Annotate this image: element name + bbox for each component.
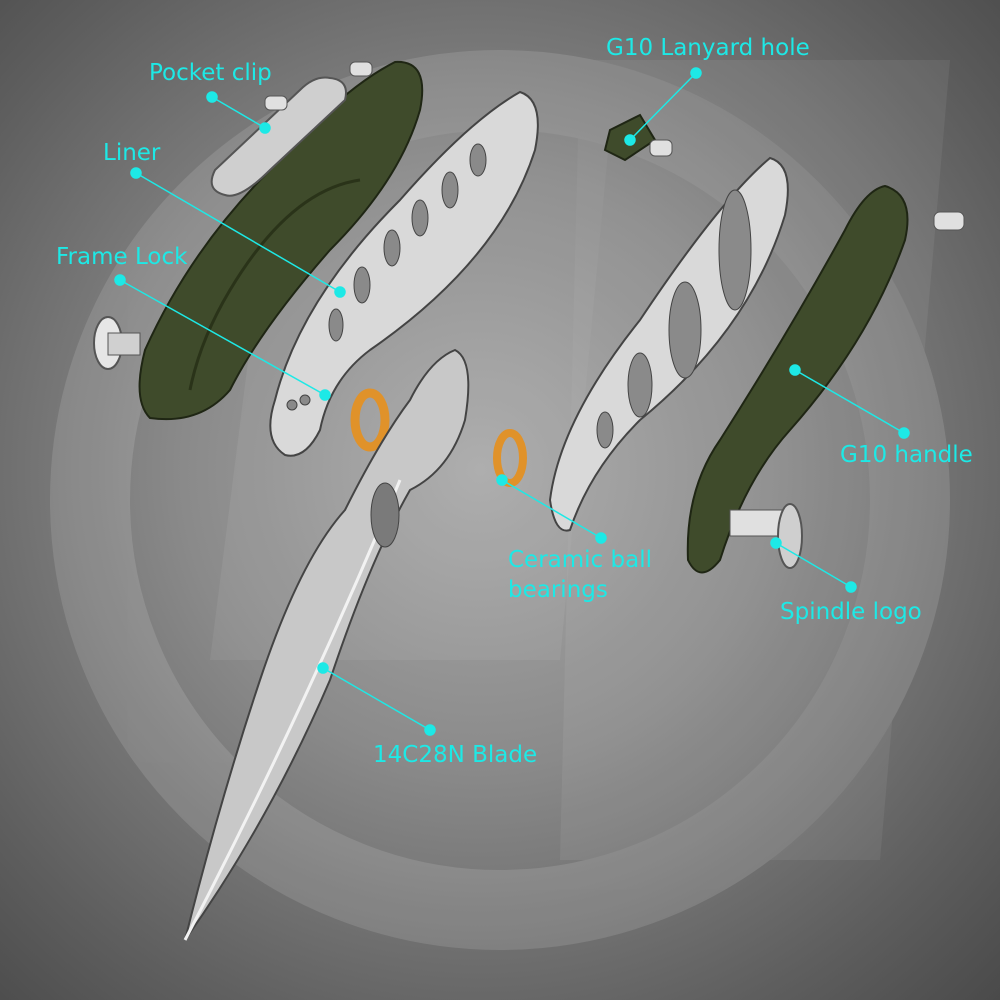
label-liner: Liner bbox=[103, 140, 161, 166]
bearing-right bbox=[493, 429, 527, 487]
bearing-left bbox=[350, 388, 390, 452]
right-g10-handle bbox=[686, 184, 909, 574]
leader-lines bbox=[114, 67, 910, 736]
pocket-clip bbox=[210, 76, 347, 197]
label-g10-handle: G10 handle bbox=[840, 442, 973, 468]
label-blade: 14C28N Blade bbox=[373, 742, 538, 768]
spindle bbox=[729, 503, 803, 569]
pivot-screw bbox=[93, 316, 141, 370]
label-pocket-clip: Pocket clip bbox=[149, 60, 272, 86]
label-frame-lock: Frame Lock bbox=[56, 244, 188, 270]
label-bearings-1: Ceramic ball bbox=[508, 547, 652, 573]
label-spindle-logo: Spindle logo bbox=[780, 599, 922, 625]
label-bearings-2: bearings bbox=[508, 577, 608, 603]
label-lanyard-hole: G10 Lanyard hole bbox=[606, 35, 810, 61]
liner bbox=[269, 90, 539, 457]
